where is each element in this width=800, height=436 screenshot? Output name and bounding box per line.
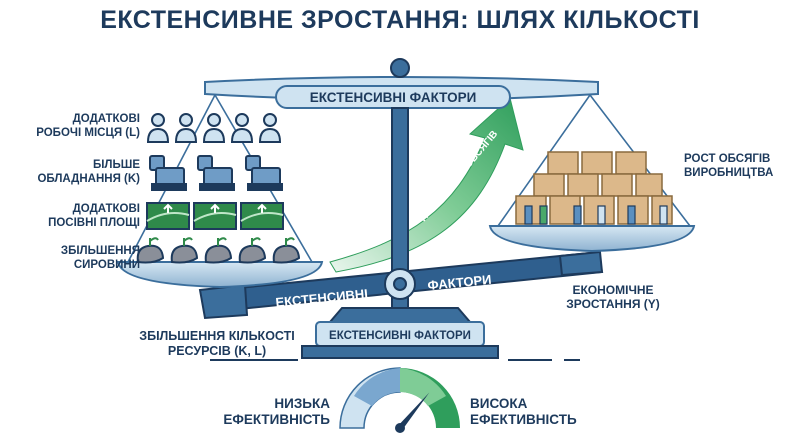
label-raw-line1: ЗБІЛЬШЕННЯ [60, 245, 140, 257]
beam-label: ЕКСТЕНСИВНІ ФАКТОРИ [310, 90, 477, 105]
left-pan [116, 261, 324, 289]
base-label: ЕКСТЕНСИВНІ ФАКТОРИ [329, 330, 471, 342]
label-high-line1: ВИСОКА [470, 396, 528, 411]
label-economic-line1: ЕКОНОМІЧНЕ [572, 283, 654, 297]
page-title: ЕКСТЕНСИВНЕ ЗРОСТАННЯ: ШЛЯХ КІЛЬКОСТІ [100, 6, 700, 34]
right-pan [488, 225, 696, 253]
label-machinery-line1: БІЛЬШЕ [92, 159, 140, 171]
gauge-needle [397, 392, 430, 430]
scale-base: ЕКСТЕНСИВНІ ФАКТОРИ [301, 307, 499, 359]
tilted-factors-bar: ЕКСТЕНСИВНІ ФАКТОРИ [198, 250, 604, 320]
label-machinery: БІЛЬШЕ ОБЛАДНАННЯ (K) [22, 158, 140, 186]
bottles-icon [524, 205, 668, 225]
label-fields-line2: ПОСІВНІ ПЛОЩІ [48, 217, 140, 229]
label-raw-materials: ЗБІЛЬШЕННЯ СИРОВИНИ [22, 244, 140, 272]
growth-arrow: ПОЛЬШЕННЯ ОБСЯГІВ [329, 97, 524, 273]
label-machinery-line2: ОБЛАДНАННЯ (K) [37, 173, 140, 185]
label-resources-line2: РЕСУРСІВ (K, L) [167, 344, 267, 358]
label-resources: ЗБІЛЬШЕННЯ КІЛЬКОСТІ РЕСУРСІВ (K, L) [122, 329, 312, 359]
label-production-growth: РОСТ ОБСЯГІВ ВИРОБНИЦТВА [684, 152, 796, 180]
label-raw-line2: СИРОВИНИ [73, 259, 140, 271]
label-high-efficiency: ВИСОКА ЕФЕКТИВНІСТЬ [470, 396, 600, 428]
fields-icon [146, 202, 284, 230]
label-fields-line1: ДОДАТКОВІ [72, 203, 140, 215]
label-fields: ДОДАТКОВІ ПОСІВНІ ПЛОЩІ [22, 202, 140, 230]
label-low-line1: НИЗЬКА [274, 396, 330, 411]
label-workers: ДОДАТКОВІ РОБОЧІ МІСЦЯ (L) [22, 112, 140, 140]
top-beam: ЕКСТЕНСИВНІ ФАКТОРИ [204, 58, 599, 109]
efficiency-gauge [339, 367, 460, 433]
bar-right-text: ФАКТОРИ [427, 272, 492, 293]
label-resources-line1: ЗБІЛЬШЕННЯ КІЛЬКОСТІ [139, 329, 295, 343]
label-economic-line2: ЗРОСТАННЯ (Y) [566, 297, 660, 311]
label-production-line1: РОСТ ОБСЯГІВ [684, 153, 771, 165]
label-low-line2: ЕФЕКТИВНІСТЬ [223, 412, 330, 427]
workers-icon [146, 113, 282, 143]
label-workers-line2: РОБОЧІ МІСЦЯ (L) [36, 127, 140, 139]
raw-materials-icon [136, 237, 301, 264]
label-high-line2: ЕФЕКТИВНІСТЬ [470, 412, 577, 427]
label-low-efficiency: НИЗЬКА ЕФЕКТИВНІСТЬ [210, 396, 330, 428]
label-workers-line1: ДОДАТКОВІ [72, 113, 140, 125]
label-production-line2: ВИРОБНИЦТВА [684, 167, 774, 179]
label-economic-growth: ЕКОНОМІЧНЕ ЗРОСТАННЯ (Y) [548, 283, 678, 311]
machinery-icon [149, 155, 283, 191]
